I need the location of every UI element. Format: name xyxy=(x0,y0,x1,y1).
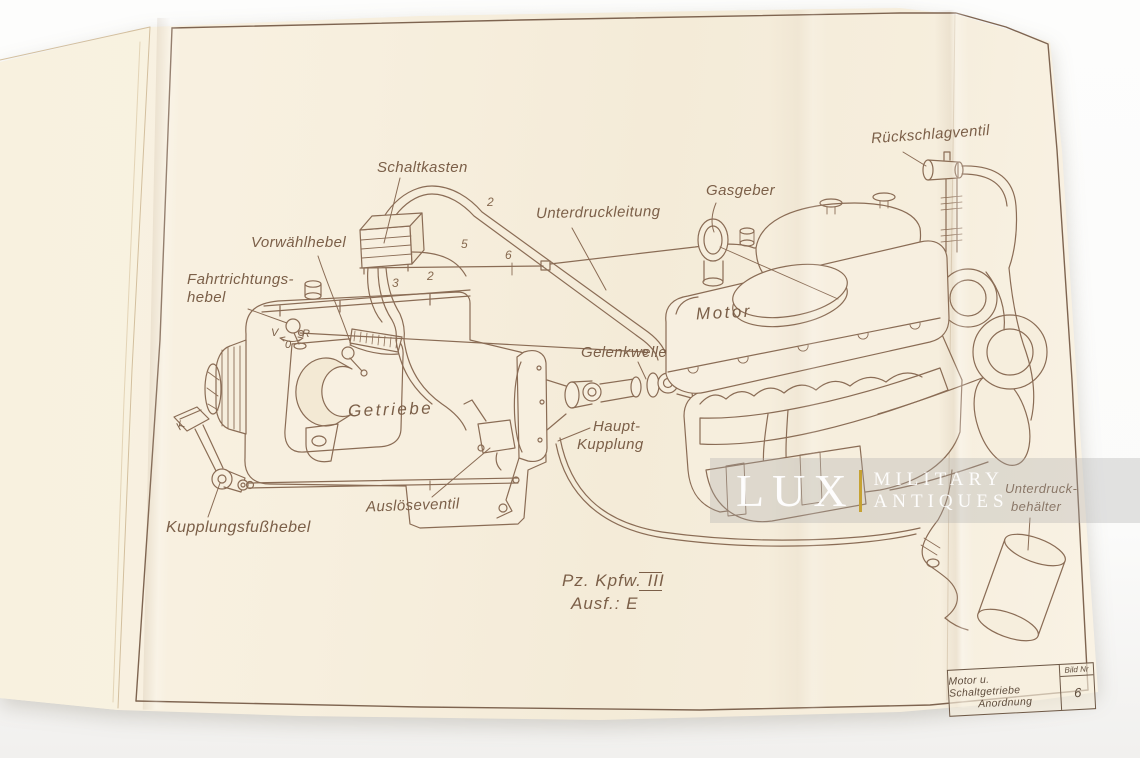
label-unterdruckbehaelter-line2: behälter xyxy=(1011,499,1062,514)
driveshaft-drawing xyxy=(564,364,696,409)
title-block-number-cell: Bild Nr 6 xyxy=(1058,663,1096,710)
title-block-name-line1: Motor u. Schaltgetriebe xyxy=(948,673,1021,700)
gear-mark-0: 0 xyxy=(285,339,292,351)
label-gelenkwelle: Gelenkwelle xyxy=(581,344,668,361)
gearbox-drawing xyxy=(204,280,649,529)
page-edges xyxy=(0,26,151,709)
main-clutch-drawing xyxy=(496,350,567,519)
label-hauptkupplung-line1: Haupt- xyxy=(593,418,641,435)
label-getriebe: Getriebe xyxy=(347,398,434,421)
label-motor: Motor xyxy=(695,301,753,324)
title-block-name: Motor u. Schaltgetriebe Anordnung xyxy=(948,665,1061,716)
vacuum-tank-drawing xyxy=(977,533,1066,642)
gear-mark-r: R xyxy=(302,328,310,340)
callout-number-6: 6 xyxy=(505,248,512,262)
label-ausloeseventil: Auslöseventil xyxy=(365,495,460,516)
engine-drawing xyxy=(665,151,1048,631)
label-vorwaehlhebel: Vorwählhebel xyxy=(251,234,347,251)
release-valve-drawing xyxy=(463,399,516,471)
title-block-name-line2: Anordnung xyxy=(977,694,1033,710)
selector-box-drawing xyxy=(359,212,467,431)
label-fahrtrichtungshebel-line1: Fahrtrichtungs- xyxy=(187,271,294,288)
label-unterdruckbehaelter-line1: Unterdruck- xyxy=(1005,481,1078,496)
caption-vehicle-type: Pz. Kpfw. III xyxy=(562,571,665,590)
callout-number-2b: 2 xyxy=(427,269,434,283)
label-unterdruckleitung: Unterdruckleitung xyxy=(535,202,661,223)
title-block-bild-value: 6 xyxy=(1073,684,1082,701)
clutch-pedal-drawing xyxy=(173,406,520,493)
gear-mark-v: V xyxy=(271,327,279,339)
title-block: Motor u. Schaltgetriebe Anordnung Bild N… xyxy=(946,662,1097,717)
caption-vehicle-variant: Ausf.: E xyxy=(571,594,639,613)
leader-lines xyxy=(207,151,1031,551)
label-kupplungsfusshebel: Kupplungsfußhebel xyxy=(166,519,311,536)
direction-arrows xyxy=(279,336,304,342)
label-fahrtrichtungshebel-line2: hebel xyxy=(187,289,226,306)
callout-number-3: 3 xyxy=(392,276,399,290)
roman-numeral-serifs xyxy=(639,572,662,591)
callout-number-2: 2 xyxy=(487,195,494,209)
label-schaltkasten: Schaltkasten xyxy=(377,159,468,176)
callout-number-5: 5 xyxy=(461,237,468,251)
label-hauptkupplung-line2: Kupplung xyxy=(577,436,644,453)
vacuum-lines xyxy=(359,185,939,547)
label-gasgeber: Gasgeber xyxy=(706,182,776,199)
